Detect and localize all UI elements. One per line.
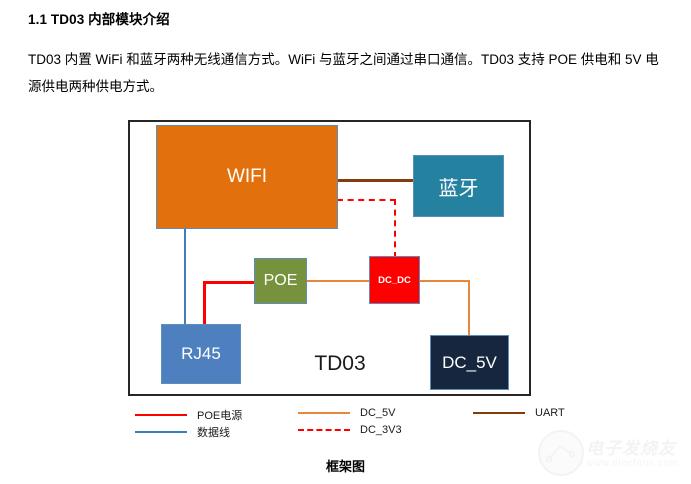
legend-label-poe-power: POE电源: [197, 410, 243, 422]
legend-swatch-data-line: [135, 431, 187, 433]
block-diagram: WIFI 蓝牙 POE DC_DC RJ45 DC_5V TD03: [128, 120, 531, 396]
node-poe-label: POE: [263, 272, 298, 289]
legend-label-dc-5v: DC_5V: [360, 407, 396, 419]
wire-poe-rj45-to-poe: [203, 281, 256, 284]
node-wifi[interactable]: WIFI: [156, 125, 338, 229]
legend-item-data-line: 数据线: [135, 424, 230, 440]
wire-dc5v-poe-to-dcdc: [306, 280, 370, 282]
node-bluetooth[interactable]: 蓝牙: [413, 155, 504, 217]
legend-item-uart: UART: [473, 407, 565, 419]
legend-swatch-dc-5v: [298, 412, 350, 414]
section-heading: 1.1 TD03 内部模块介绍: [28, 12, 170, 27]
legend-item-dc-3v3: DC_3V3: [298, 424, 402, 436]
wire-dc3v3-horizontal: [337, 199, 396, 201]
node-wifi-label: WIFI: [226, 166, 268, 187]
node-dc-5v-label: DC_5V: [442, 352, 497, 372]
figure-caption: 框架图: [325, 459, 365, 474]
wire-uart-wifi-to-bluetooth: [337, 179, 414, 182]
node-rj45[interactable]: RJ45: [161, 324, 241, 384]
wire-data-wifi-to-rj45: [184, 229, 186, 324]
legend-swatch-poe-power: [135, 414, 187, 416]
legend-item-poe-power: POE电源: [135, 407, 242, 423]
node-rj45-label: RJ45: [181, 344, 221, 363]
wire-dc3v3-vertical: [394, 199, 396, 258]
node-bluetooth-label: 蓝牙: [438, 177, 479, 200]
body-paragraph: TD03 内置 WiFi 和蓝牙两种无线通信方式。WiFi 与蓝牙之间通过串口通…: [28, 52, 659, 94]
legend-label-dc-3v3: DC_3V3: [360, 424, 402, 436]
legend-swatch-uart: [473, 412, 525, 414]
node-dc-dc-label: DC_DC: [378, 274, 411, 286]
legend-label-uart: UART: [535, 407, 565, 419]
wire-dc5v-down-to-dc5v: [468, 280, 470, 336]
wire-poe-rj45-vertical: [203, 282, 206, 324]
node-dc-5v[interactable]: DC_5V: [430, 335, 509, 390]
legend-swatch-dc-3v3: [298, 429, 350, 431]
legend-item-dc-5v: DC_5V: [298, 407, 395, 419]
diagram-container-label: TD03: [314, 352, 366, 375]
node-poe[interactable]: POE: [254, 258, 307, 304]
node-dc-dc[interactable]: DC_DC: [369, 256, 420, 304]
wire-dc5v-dcdc-to-right: [419, 280, 470, 282]
legend-label-data-line: 数据线: [197, 427, 230, 439]
legend: POE电源 数据线 DC_5V DC_3V3 UART: [135, 406, 565, 442]
